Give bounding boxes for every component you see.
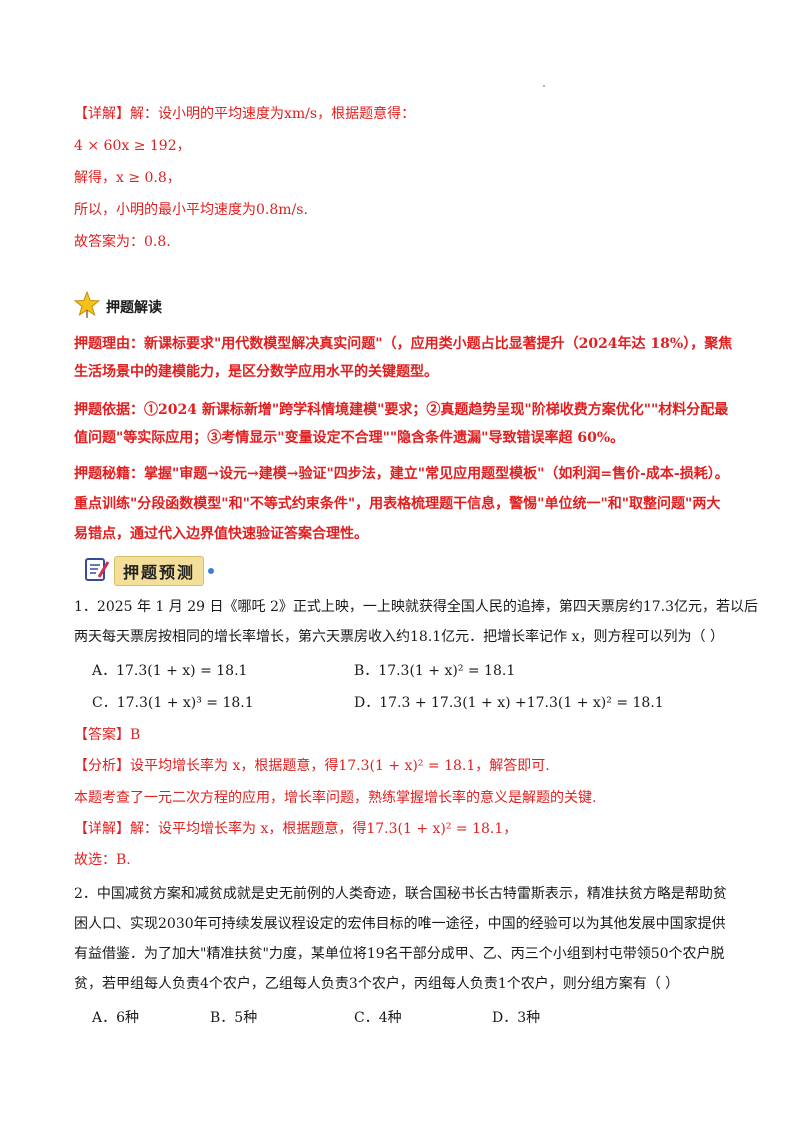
section-heading: 押题解读	[73, 290, 162, 323]
reading-tips-line3: 易错点，通过代入边界值快速验证答案合理性。	[74, 526, 368, 542]
q1-option-a: A．17.3(1 + x) = 18.1	[92, 663, 248, 679]
q2-stem-line4: 贫，若甲组每人负责4个农户，乙组每人负责3个农户，丙组每人负责1个农户，则分组方…	[74, 976, 680, 992]
q1-stem-line1: 1．2025 年 1 月 29 日《哪吒 2》正式上映，一上映就获得全国人民的追…	[74, 599, 759, 615]
q2-option-d: D．3种	[492, 1010, 541, 1026]
notebook-pen-icon	[84, 556, 110, 586]
solution-conclusion: 所以，小明的最小平均速度为0.8m/s.	[74, 202, 308, 218]
solution-solve: 解得，x ≥ 0.8，	[74, 170, 181, 186]
predict-title: 押题预测	[114, 556, 205, 586]
page-mark	[543, 85, 545, 87]
reading-tips-line2: 重点训练"分段函数模型"和"不等式约束条件"，用表格梳理题干信息，警惕"单位统一…	[74, 496, 721, 512]
q1-option-b: B．17.3(1 + x)² = 18.1	[354, 663, 516, 679]
q2-stem-line2: 困人口、实现2030年可持续发展议程设定的宏伟目标的唯一途径，中国的经验可以为其…	[74, 916, 726, 932]
q1-detail: 【详解】解：设平均增长率为 x，根据题意，得17.3(1 + x)² = 18.…	[74, 821, 518, 837]
q2-stem-line1: 2．中国减贫方案和减贫成就是史无前例的人类奇迹，联合国秘书长古特雷斯表示，精准扶…	[74, 886, 727, 902]
solution-inequality: 4 × 60x ≥ 192，	[74, 138, 191, 154]
section-title: 押题解读	[106, 300, 162, 316]
reading-basis-line1: 押题依据：①2024 新课标新增"跨学科情境建模"要求；②真题趋势呈现"阶梯收费…	[74, 402, 729, 418]
star-icon	[73, 290, 101, 323]
solution-detail-line: 【详解】解：设小明的平均速度为xm/s，根据题意得：	[74, 106, 416, 122]
q1-choose: 故选：B.	[74, 852, 131, 868]
solution-answer: 故答案为：0.8.	[74, 234, 171, 250]
q1-option-d: D．17.3 + 17.3(1 + x) +17.3(1 + x)² = 18.…	[354, 695, 664, 711]
q2-option-c: C．4种	[354, 1010, 402, 1026]
q1-answer: 【答案】B	[74, 727, 141, 743]
q1-analysis: 【分析】设平均增长率为 x，根据题意，得17.3(1 + x)² = 18.1，…	[74, 758, 550, 774]
q2-option-a: A．6种	[92, 1010, 140, 1026]
q1-option-c: C．17.3(1 + x)³ = 18.1	[92, 695, 254, 711]
reading-reason-line2: 生活场景中的建模能力，是区分数学应用水平的关键题型。	[74, 364, 438, 380]
reading-basis-line2: 值问题"等实际应用；③考情显示"变量设定不合理""隐含条件遗漏"导致错误率超 6…	[74, 430, 625, 446]
reading-reason-line1: 押题理由：新课标要求"用代数模型解决真实问题"（，应用类小题占比显著提升（202…	[74, 336, 733, 352]
banner-dot	[208, 568, 215, 574]
q1-stem-line2: 两天每天票房按相同的增长率增长，第六天票房收入约18.1亿元．把增长率记作 x，…	[74, 629, 724, 645]
predict-banner: 押题预测	[84, 556, 215, 586]
reading-tips-line1: 押题秘籍：掌握"审题→设元→建模→验证"四步法，建立"常见应用题型模板"（如利润…	[74, 466, 729, 482]
q1-note: 本题考查了一元二次方程的应用，增长率问题，熟练掌握增长率的意义是解题的关键.	[74, 790, 597, 806]
q2-option-b: B．5种	[210, 1010, 258, 1026]
q2-stem-line3: 有益借鉴．为了加大"精准扶贫"力度，某单位将19名干部分成甲、乙、丙三个小组到村…	[74, 946, 725, 962]
